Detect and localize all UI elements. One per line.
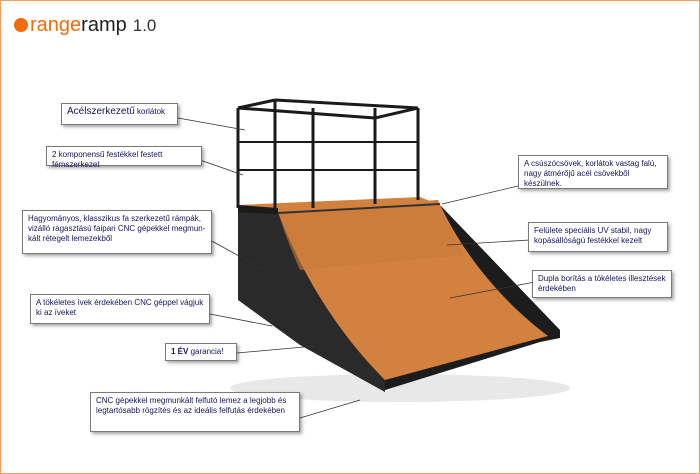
callout-wood-structure: Hagyományos, klasszikus fa szerkezetű rá… xyxy=(22,210,212,254)
callout-warranty-bold: 1 ÉV xyxy=(171,347,189,356)
callout-warranty: 1 ÉV garancia! xyxy=(165,343,237,361)
callout-steel-railings-small: korlátok xyxy=(134,107,166,116)
callout-surface-coating: Felülete speciális UV stabil, nagy kopás… xyxy=(528,222,668,252)
callout-steel-railings: Acélszerkezetű korlátok xyxy=(61,103,178,125)
callout-cnc-plate: CNC gépekkel megmunkált felfutó lemez a … xyxy=(90,392,300,432)
callout-paint: 2 komponensű festékkel festett fémszerke… xyxy=(46,146,202,169)
logo-range-text: range xyxy=(30,14,82,36)
logo-ramp-text: ramp xyxy=(81,14,127,36)
callout-pipes: A csúszócsövek, korlátok vastag falú, na… xyxy=(518,155,668,189)
logo-o-mark xyxy=(14,18,28,32)
callout-steel-railings-big: Acélszerkezetű xyxy=(67,106,135,117)
orangeramp-logo: range ramp 1.0 xyxy=(14,14,156,40)
callout-warranty-rest: garancia! xyxy=(188,347,224,356)
logo-version: 1.0 xyxy=(132,16,157,35)
callout-double-cover: Dupla borítás a tökéletes illesztések ér… xyxy=(532,270,672,298)
callout-cnc-curves: A tökéletes ívek érdekében CNC géppel vá… xyxy=(30,294,210,324)
